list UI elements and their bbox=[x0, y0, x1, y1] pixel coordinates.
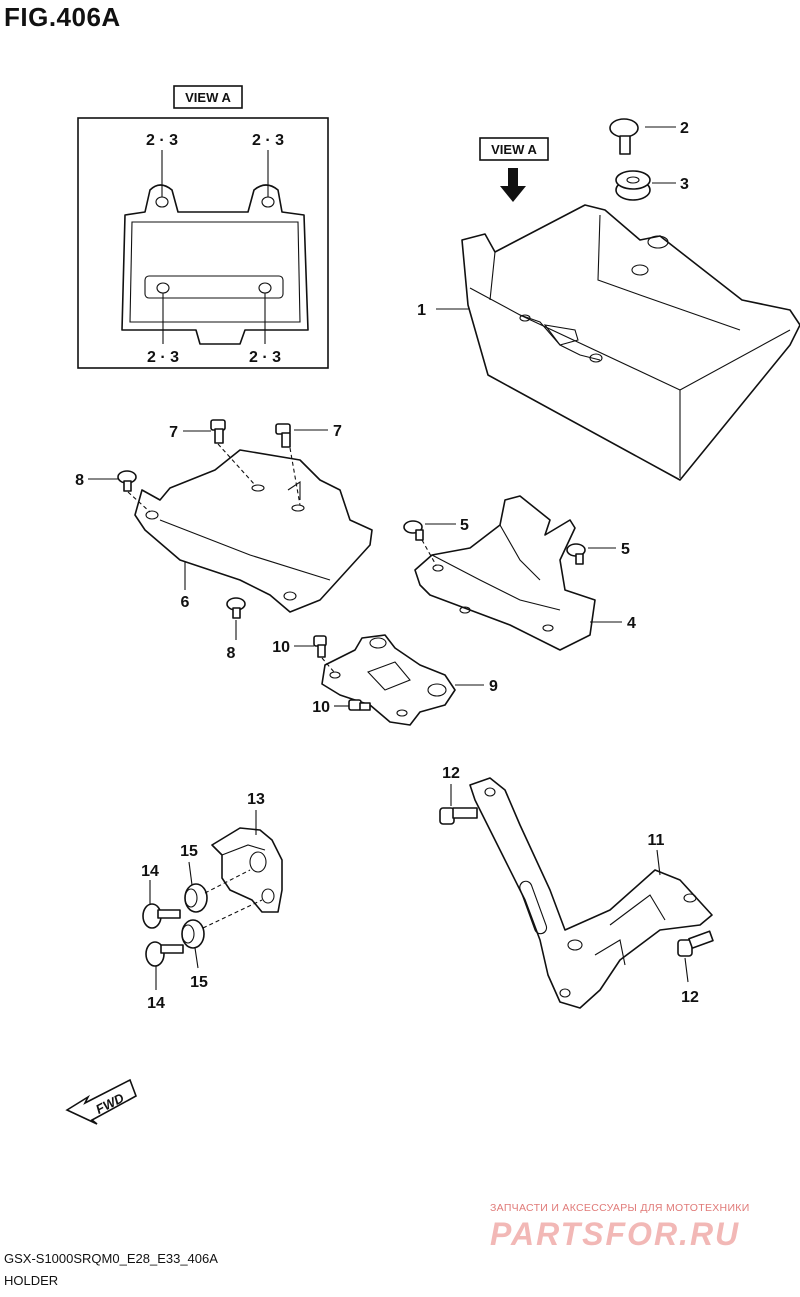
callout-9: 9 bbox=[489, 678, 498, 695]
part-10-bolts bbox=[294, 635, 371, 711]
down-arrow-icon bbox=[500, 168, 526, 202]
callout-11: 11 bbox=[648, 832, 665, 849]
callout-7-right: 7 bbox=[333, 423, 342, 440]
view-a-box-label: VIEW A bbox=[185, 90, 231, 105]
view-a-callout-tl: 2 · 3 bbox=[146, 132, 178, 149]
part-8-screws bbox=[88, 470, 246, 640]
callout-4: 4 bbox=[627, 615, 636, 632]
part-5-screws bbox=[403, 520, 616, 566]
part-1-tray bbox=[461, 204, 800, 481]
callout-5-left: 5 bbox=[460, 517, 469, 534]
callout-8-bottom: 8 bbox=[227, 645, 236, 662]
part-9-plate bbox=[321, 634, 456, 726]
callout-1: 1 bbox=[417, 302, 426, 319]
callout-10-top: 10 bbox=[272, 639, 290, 656]
fwd-arrow-icon: FWD bbox=[65, 1078, 137, 1125]
callout-15-top: 15 bbox=[180, 843, 198, 860]
part-3-grommet bbox=[615, 170, 676, 201]
part-15-grommets bbox=[181, 869, 263, 949]
figure-title: FIG.406A bbox=[4, 2, 121, 32]
callout-14-bottom: 14 bbox=[147, 995, 165, 1012]
view-a-callout-br: 2 · 3 bbox=[249, 349, 281, 366]
figure-name: HOLDER bbox=[4, 1273, 59, 1288]
callout-2: 2 bbox=[680, 120, 689, 137]
part-7-bolts bbox=[183, 419, 328, 506]
callout-13: 13 bbox=[247, 791, 265, 808]
view-a-callout-tr: 2 · 3 bbox=[252, 132, 284, 149]
watermark-brand: PARTSFOR.RU bbox=[490, 1216, 741, 1252]
callout-3: 3 bbox=[680, 176, 689, 193]
part-11-stay bbox=[469, 777, 713, 1009]
callout-14-top: 14 bbox=[141, 863, 159, 880]
figure-code: GSX-S1000SRQM0_E28_E33_406A bbox=[4, 1251, 218, 1266]
callout-8-top: 8 bbox=[75, 472, 84, 489]
part-14-bolts bbox=[142, 903, 184, 967]
part-13-bracket bbox=[211, 827, 283, 913]
part-2-screw bbox=[609, 118, 676, 155]
part-12-bolts bbox=[439, 784, 714, 983]
callout-6: 6 bbox=[181, 594, 190, 611]
callout-12-top: 12 bbox=[442, 765, 460, 782]
callout-12-bottom: 12 bbox=[681, 989, 699, 1006]
view-a-inset: VIEW A 2 · 3 2 · 3 2 · 3 2 · 3 bbox=[77, 85, 329, 369]
callout-7-left: 7 bbox=[169, 424, 178, 441]
view-a-arrow: VIEW A bbox=[479, 137, 549, 202]
view-a-arrow-label: VIEW A bbox=[491, 142, 537, 157]
callout-5-right: 5 bbox=[621, 541, 630, 558]
view-a-callout-bl: 2 · 3 bbox=[147, 349, 179, 366]
watermark-tagline: ЗАПЧАСТИ И АКСЕССУАРЫ ДЛЯ МОТОТЕХНИКИ bbox=[490, 1202, 750, 1214]
callout-15-bottom: 15 bbox=[190, 974, 208, 991]
part-6-plate bbox=[134, 449, 373, 613]
callout-10-bottom: 10 bbox=[312, 699, 330, 716]
part-4-bracket bbox=[414, 495, 596, 651]
